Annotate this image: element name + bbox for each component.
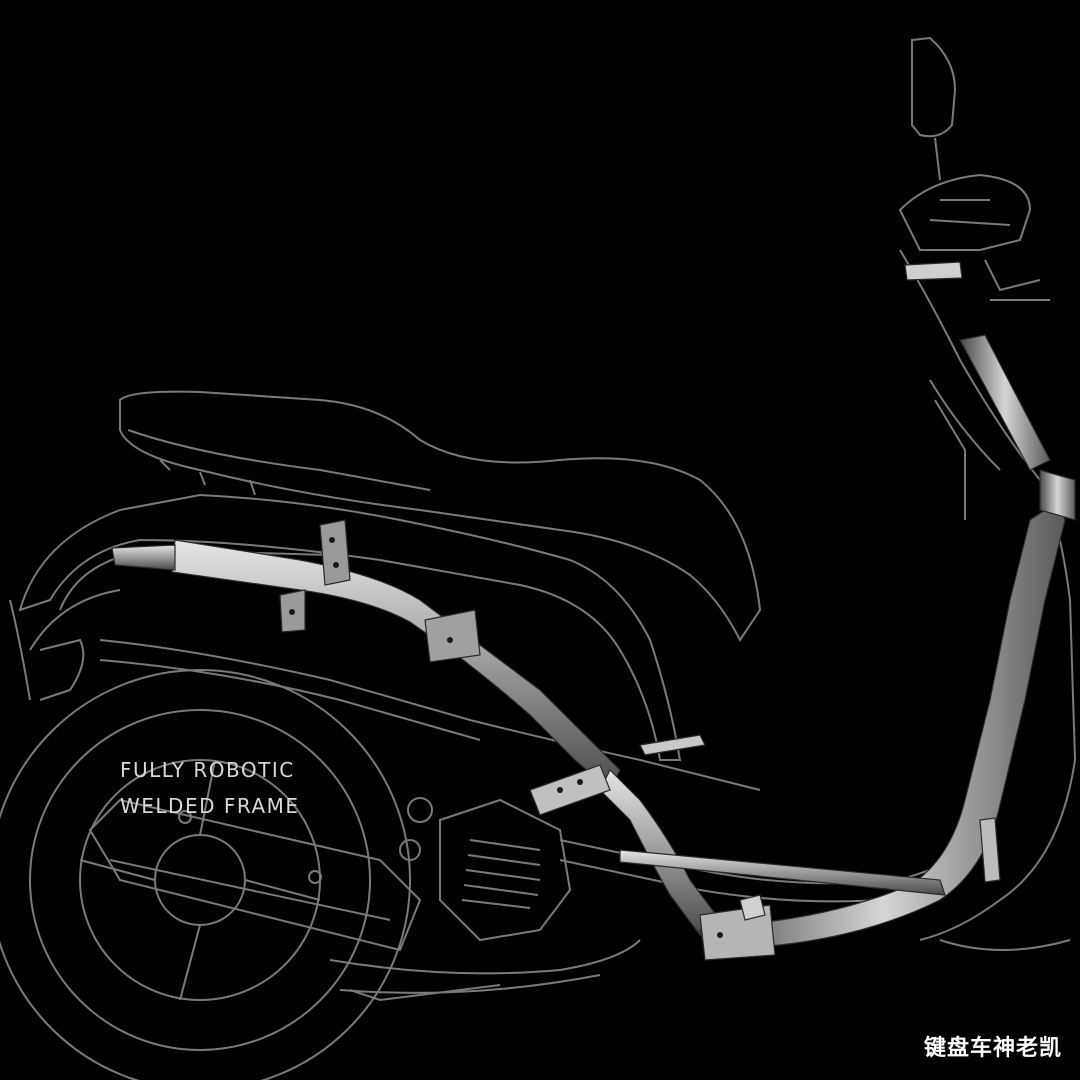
frame-headstock (1039, 469, 1076, 521)
motor-housing-outline (439, 798, 572, 942)
caption-line-1: FULLY ROBOTIC (120, 758, 295, 782)
headset-outline (898, 173, 1032, 251)
caption-line-2: WELDED FRAME (120, 794, 300, 818)
mirror-outline (911, 36, 957, 138)
steering-column (959, 334, 1051, 471)
frame-lower-rail (619, 849, 946, 896)
welded-frame (111, 261, 1076, 961)
exhaust-outline (88, 798, 422, 952)
frame-bolt-holes (289, 537, 723, 938)
watermark-text: 键盘车神老凯 (923, 1036, 1062, 1061)
frame-rear-tip (111, 544, 176, 571)
frame-caption: FULLY ROBOTIC WELDED FRAME (120, 752, 300, 824)
bracket-seat (319, 519, 351, 586)
frame-front-tube (699, 499, 1066, 951)
frame-down-tube (599, 768, 721, 936)
rear-wheel-outline (0, 669, 411, 1080)
seat-outline (119, 390, 762, 642)
bracket-mid (424, 609, 481, 663)
rear-body-outline (18, 493, 682, 761)
bracket-cross (529, 764, 611, 816)
